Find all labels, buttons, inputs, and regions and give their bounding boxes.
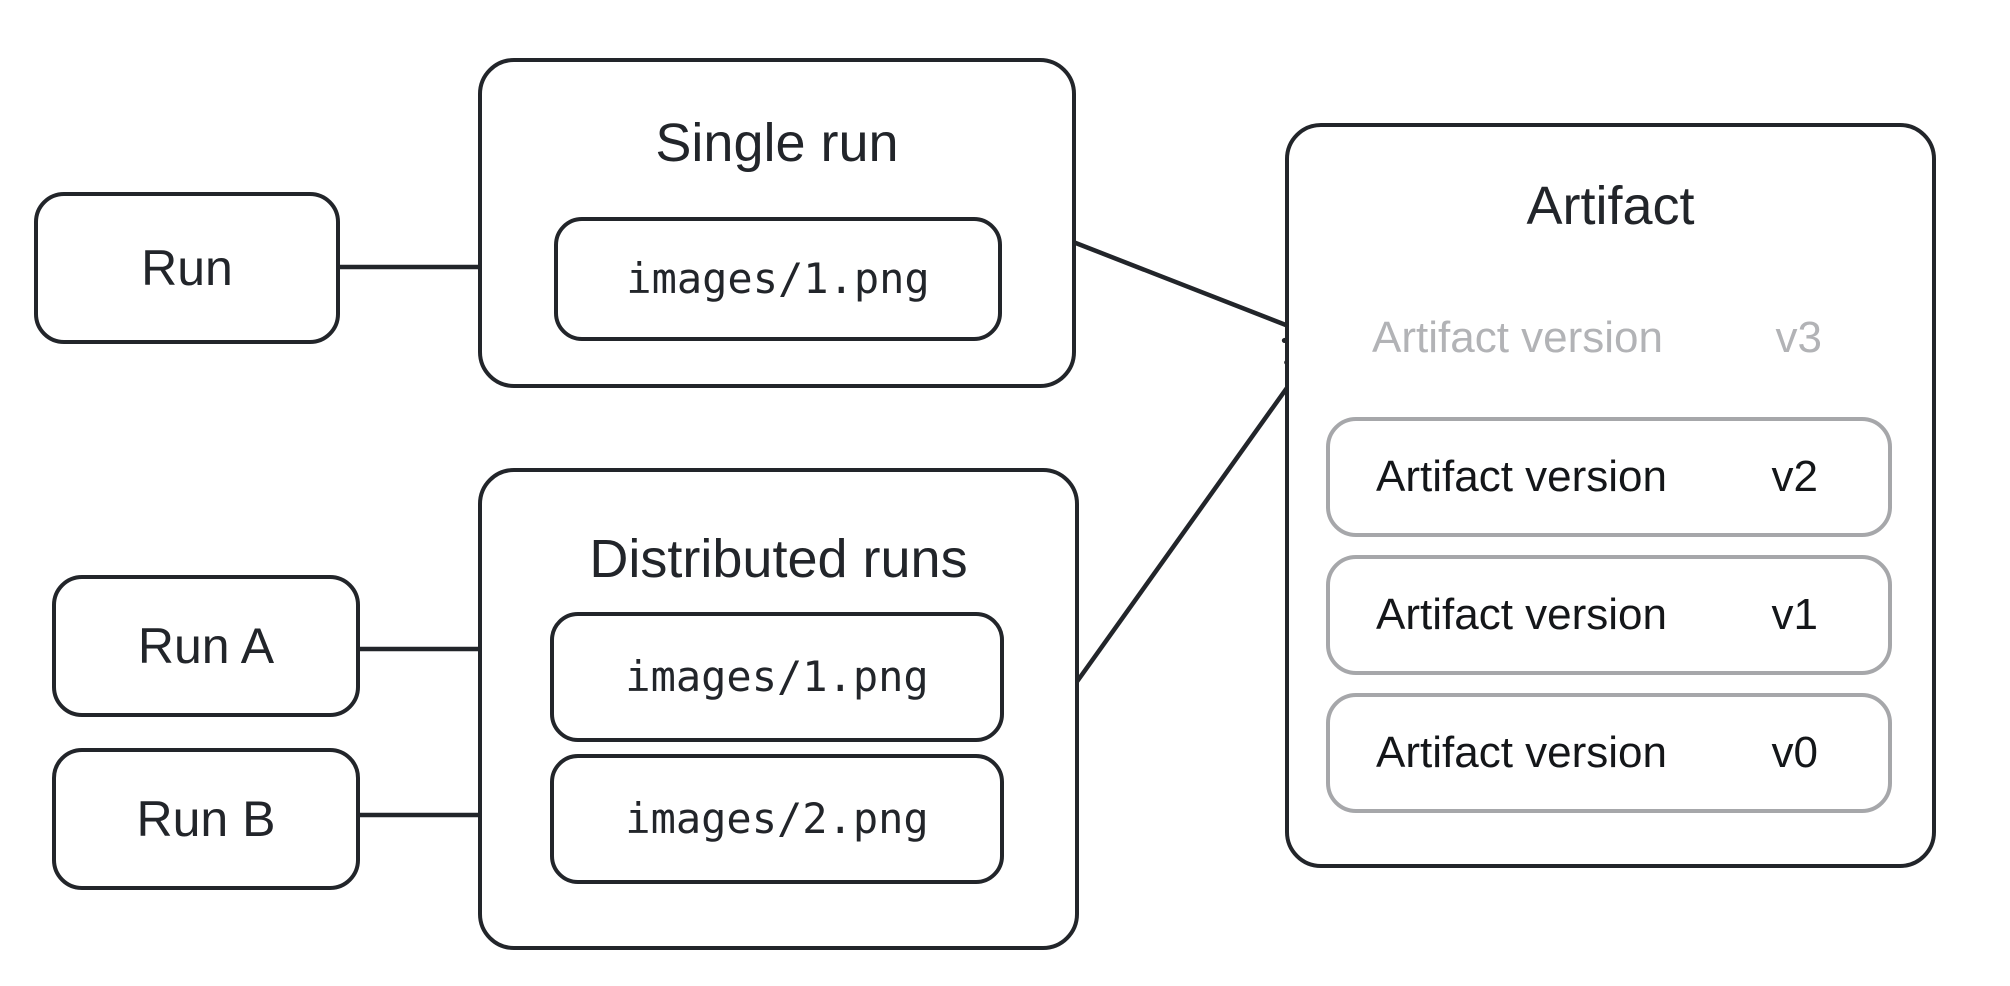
artifact-version-v2-tag: v2 xyxy=(1771,452,1818,501)
node-run-b-label: Run B xyxy=(136,791,276,847)
single-run-file-box: images/1.png xyxy=(554,217,1002,341)
distributed-file-1-label: images/1.png xyxy=(625,652,929,701)
arrow-distributed-to-v3 xyxy=(1069,347,1317,692)
artifact-version-row-v0: Artifact version v0 xyxy=(1326,693,1892,813)
distributed-runs-container: Distributed runs images/1.png images/2.p… xyxy=(478,468,1079,950)
node-run-a: Run A xyxy=(52,575,360,717)
artifact-version-v1-tag: v1 xyxy=(1771,590,1818,639)
arrow-single-run-to-v3 xyxy=(1067,237,1317,344)
distributed-file-2-label: images/2.png xyxy=(625,794,929,843)
artifact-version-v1-label: Artifact version xyxy=(1376,590,1667,639)
artifact-version-v0-label: Artifact version xyxy=(1376,728,1667,777)
artifact-version-row-v2: Artifact version v2 xyxy=(1326,417,1892,537)
artifact-version-v3-tag: v3 xyxy=(1775,313,1822,362)
artifact-version-row-v3: Artifact version v3 xyxy=(1326,277,1892,399)
node-run-label: Run xyxy=(141,240,233,296)
artifact-version-row-v1: Artifact version v1 xyxy=(1326,555,1892,675)
single-run-file-label: images/1.png xyxy=(626,254,930,303)
distributed-runs-title: Distributed runs xyxy=(589,529,968,589)
artifact-version-v0-tag: v0 xyxy=(1771,728,1818,777)
single-run-container: Single run images/1.png xyxy=(478,58,1076,388)
distributed-file-box-1: images/1.png xyxy=(550,612,1004,742)
artifact-title: Artifact xyxy=(1526,176,1695,236)
artifact-version-v3-label: Artifact version xyxy=(1372,313,1663,362)
artifact-container: Artifact Artifact version v3 Artifact ve… xyxy=(1285,123,1936,868)
artifact-version-v2-label: Artifact version xyxy=(1376,452,1667,501)
node-run: Run xyxy=(34,192,340,344)
node-run-b: Run B xyxy=(52,748,360,890)
node-run-a-label: Run A xyxy=(137,618,275,674)
single-run-title: Single run xyxy=(655,113,899,173)
distributed-file-box-2: images/2.png xyxy=(550,754,1004,884)
